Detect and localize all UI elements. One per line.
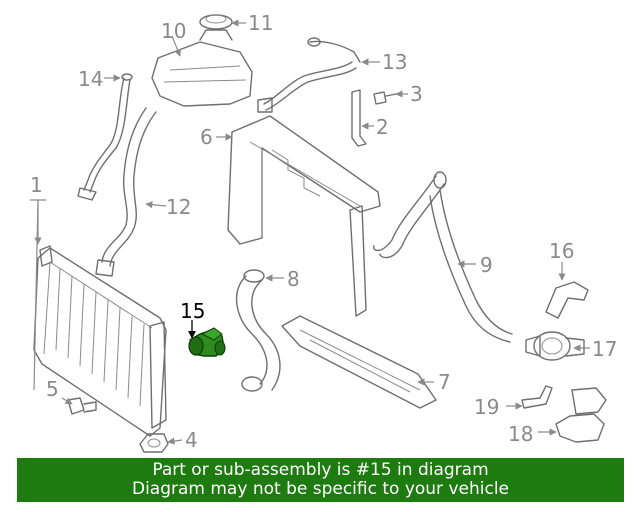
bracket-part [351,89,367,147]
banner-line-1: Part or sub-assembly is #15 in diagram [152,460,489,480]
callout-8: 8 [287,267,300,291]
pump-bracket-part [521,385,553,409]
callout-13: 13 [382,50,407,74]
overflow-line-part [257,37,361,113]
callout-12: 12 [166,195,191,219]
callout-10: 10 [161,19,186,43]
rubber-mount-part [139,433,169,453]
callout-1: 1 [30,173,43,197]
callout-11: 11 [248,11,273,35]
callout-5: 5 [46,377,59,401]
elbow-hose-part [545,281,589,319]
callout-18: 18 [508,422,533,446]
coolant-hose-part [95,107,157,277]
callout-6: 6 [200,125,213,149]
lower-hose-part [235,269,281,392]
callout-19: 19 [474,395,499,419]
callout-4: 4 [185,428,198,452]
callout-3: 3 [410,82,423,106]
callout-9: 9 [480,253,493,277]
small-hose-part [77,73,133,201]
callout-7: 7 [438,370,451,394]
radiator-part [33,245,167,437]
sensor-part [67,397,97,415]
hose-15-highlight [188,327,226,357]
info-banner: Part or sub-assembly is #15 in diagram D… [17,458,624,502]
callout-15: 15 [180,299,205,323]
lower-shield-part [281,315,437,409]
callout-14: 14 [78,67,103,91]
callout-16: 16 [549,239,574,263]
leader-lines [30,19,590,445]
water-pump-part [525,331,585,361]
callout-2: 2 [376,115,389,139]
parts-diagram: 1 2 3 4 5 6 7 8 9 10 11 12 13 14 15 16 1… [30,11,617,453]
radiator-support-part [227,115,381,317]
banner-line-2: Diagram may not be specific to your vehi… [131,479,509,499]
bolt-part [373,91,397,105]
upper-hose-part [373,171,513,343]
callout-17: 17 [592,337,617,361]
mounting-bracket-part [555,387,607,443]
